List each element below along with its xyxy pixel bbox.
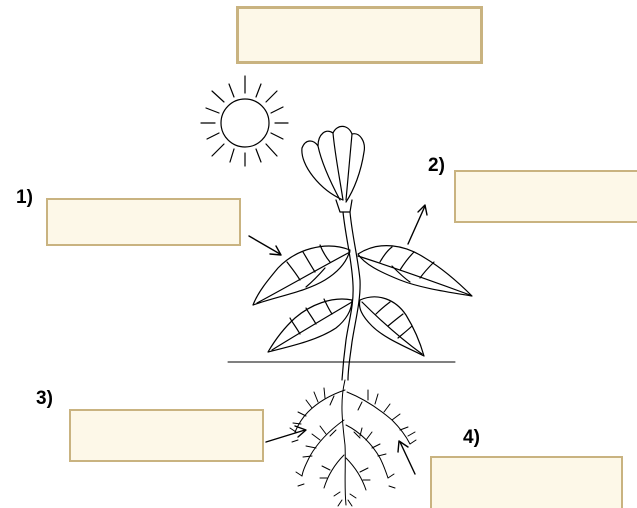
arrow-1-icon [248,235,282,256]
label-number-2: 2) [428,155,445,176]
arrow-2-icon [407,204,428,245]
answer-box-3[interactable] [69,409,264,462]
arrow-4-icon [397,440,416,475]
arrow-3-icon [265,425,307,443]
answer-box-1[interactable] [46,198,241,246]
title-answer-box[interactable] [236,6,483,64]
answer-box-4[interactable] [430,456,623,508]
stem [341,211,354,381]
answer-box-2[interactable] [454,170,637,223]
leaf-lower-left [267,298,353,353]
arrows [248,204,428,475]
leaf-upper-right [357,245,473,297]
label-number-4: 4) [463,427,480,448]
flower [301,125,365,213]
label-number-1: 1) [16,187,33,208]
roots [289,379,417,507]
plant-illustration [252,125,473,507]
label-number-3: 3) [36,388,53,409]
sun-icon [200,75,289,167]
leaf-lower-right [358,296,425,357]
leaf-upper-left [252,244,351,306]
